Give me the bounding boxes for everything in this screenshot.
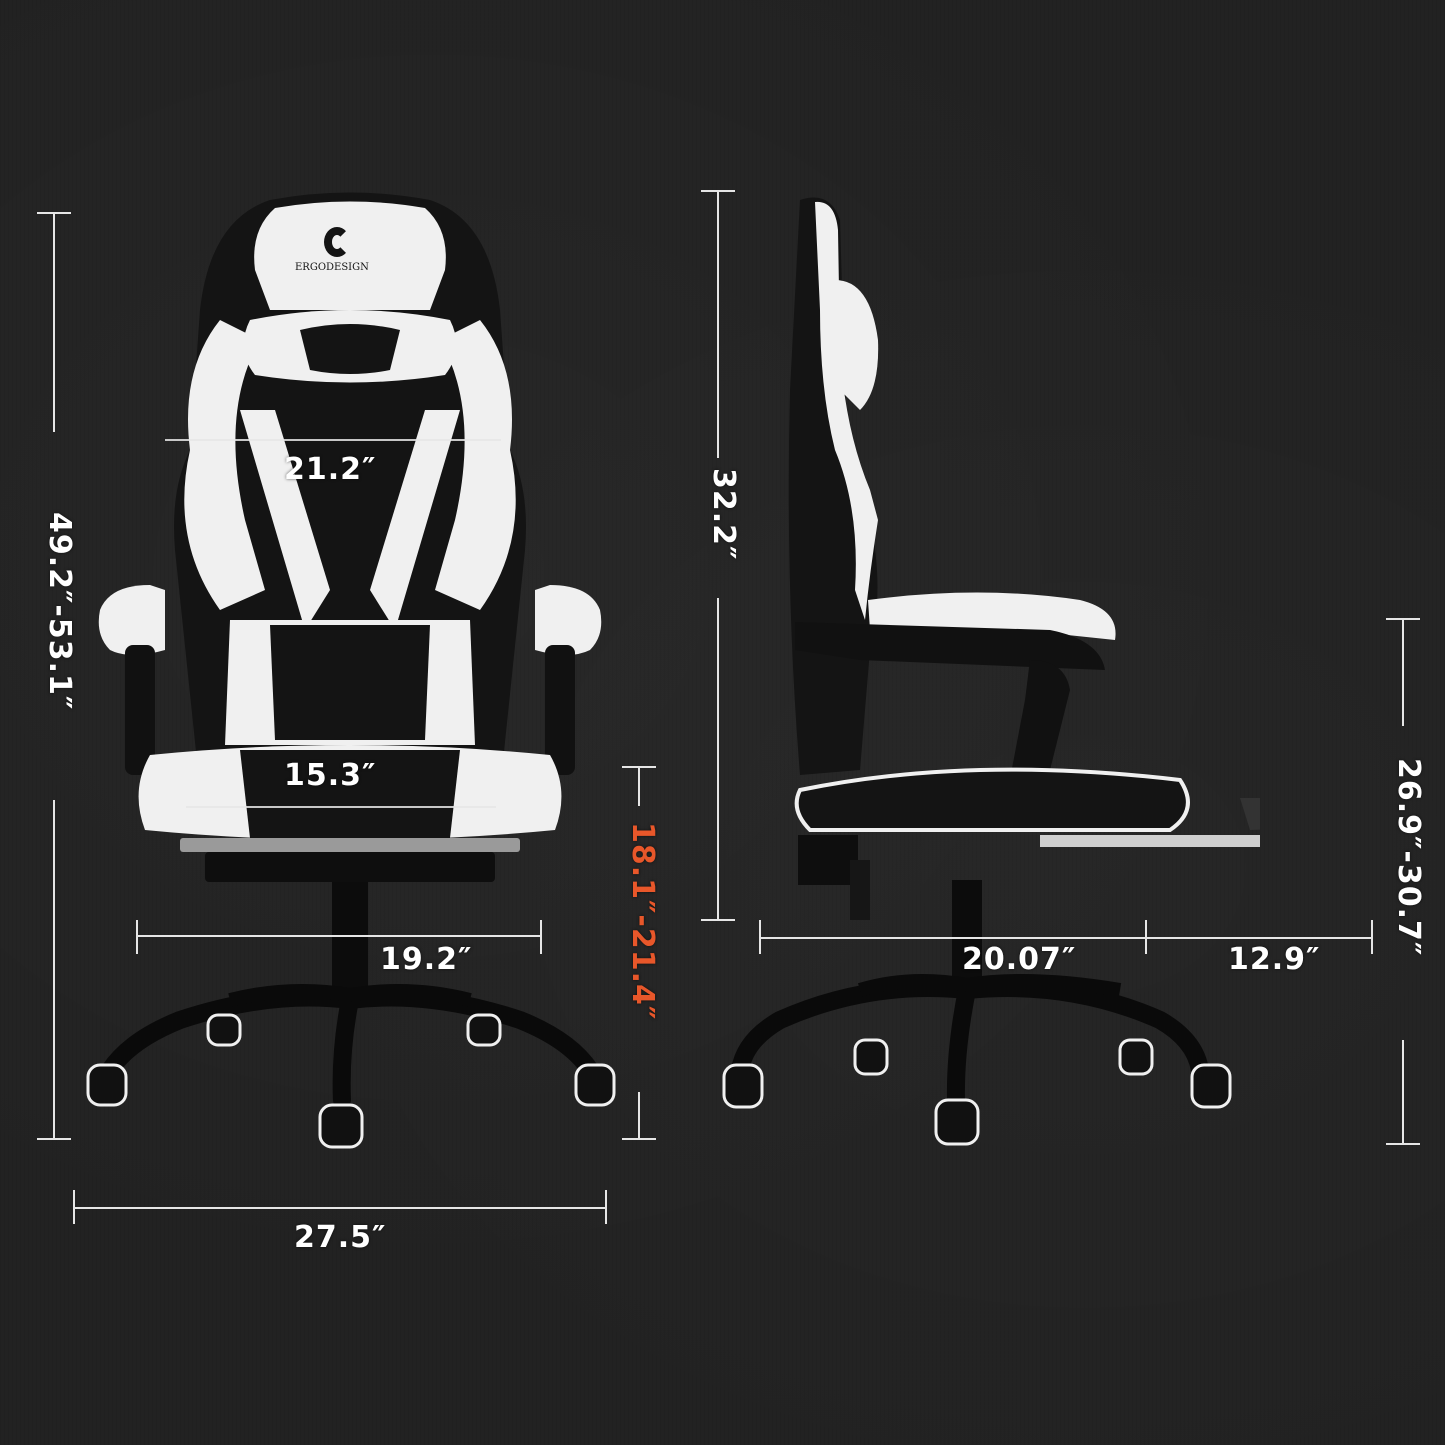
seat-depth-label: 20.07″ [962, 942, 1077, 977]
seat-height-label: 18.1″-21.4″ [625, 822, 660, 1021]
brand-label: ERGODESIGN [295, 262, 369, 273]
armrest-height-label: 26.9″-30.7″ [1391, 758, 1426, 957]
overall-height-label: 49.2″-53.1″ [42, 512, 77, 711]
backrest-width-label: 21.2″ [284, 452, 377, 487]
armrest-span-label: 19.2″ [380, 942, 473, 977]
seat-width-label: 15.3″ [284, 758, 377, 793]
backrest-height-label: 32.2″ [706, 468, 741, 561]
side-view-chair [720, 190, 1260, 1160]
ergodesign-c-logo-icon [324, 227, 350, 257]
footrest-extension-label: 12.9″ [1228, 942, 1321, 977]
base-width-label: 27.5″ [294, 1220, 387, 1255]
front-view-chair: ERGODESIGN [70, 190, 630, 1150]
